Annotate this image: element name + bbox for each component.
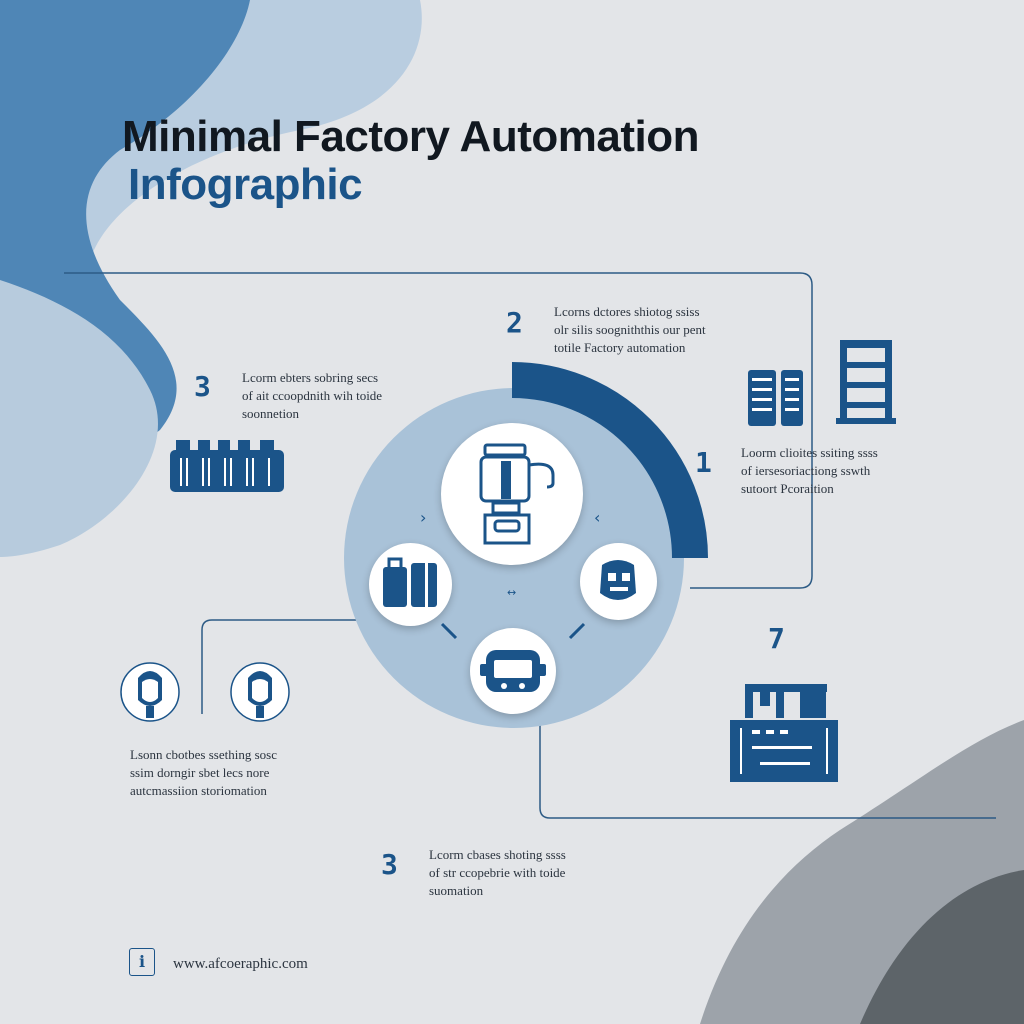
- blob-left-light: [0, 280, 158, 557]
- connector-top: [64, 272, 813, 589]
- hub-arc: [511, 362, 708, 559]
- operator-avatar-icon: [230, 662, 290, 722]
- machine-robot-node: [441, 423, 583, 565]
- storage-tanks-icon: [383, 557, 437, 607]
- step-number: 7: [768, 622, 785, 655]
- arrow-center: ↔: [507, 586, 516, 599]
- storage-tanks-node: [369, 543, 452, 626]
- tick-left: [440, 622, 458, 640]
- step-description: Lcorm ebters sobring secs of ait ccoopdn…: [242, 370, 383, 421]
- control-panel-icon: [480, 650, 546, 692]
- step-description: Lcorns dctores shiotog ssiss olr silis s…: [554, 304, 706, 355]
- connector-bottom: [539, 705, 996, 819]
- step-number: 3: [381, 848, 398, 881]
- factory-machine-icon: [730, 684, 838, 782]
- control-panel-node: [470, 628, 556, 714]
- machine-robot-icon: [479, 443, 555, 545]
- ladder-rack-icon: [836, 340, 896, 424]
- arrow-right: ‹: [594, 508, 600, 527]
- info-icon: i: [129, 948, 155, 976]
- robot-head-node: [580, 543, 657, 620]
- footer-url[interactable]: www.afcoeraphic.com: [173, 956, 308, 972]
- robot-head-icon: [600, 560, 636, 600]
- arrow-left: ›: [420, 508, 426, 527]
- step-description: Loorm clioites ssiting ssss of iersesori…: [741, 445, 878, 496]
- blob-bottom-dark: [860, 870, 1024, 1024]
- tick-right: [568, 622, 586, 640]
- step-number: 3: [194, 370, 211, 403]
- step-number: 1: [695, 446, 712, 479]
- page-title: Minimal Factory Automation: [122, 112, 699, 161]
- engineer-avatar-icon: [120, 662, 180, 722]
- connector-left: [201, 619, 356, 714]
- page-subtitle: Infographic: [128, 160, 363, 209]
- step-description: Lsonn cbotbes ssething sosc ssim dorngir…: [130, 747, 277, 798]
- step-number: 2: [506, 306, 523, 339]
- step-description: Lcorm cbases shoting ssss of str ccopebr…: [429, 847, 566, 898]
- server-rack-icon: [748, 370, 803, 426]
- conveyor-machine-icon: [170, 440, 284, 492]
